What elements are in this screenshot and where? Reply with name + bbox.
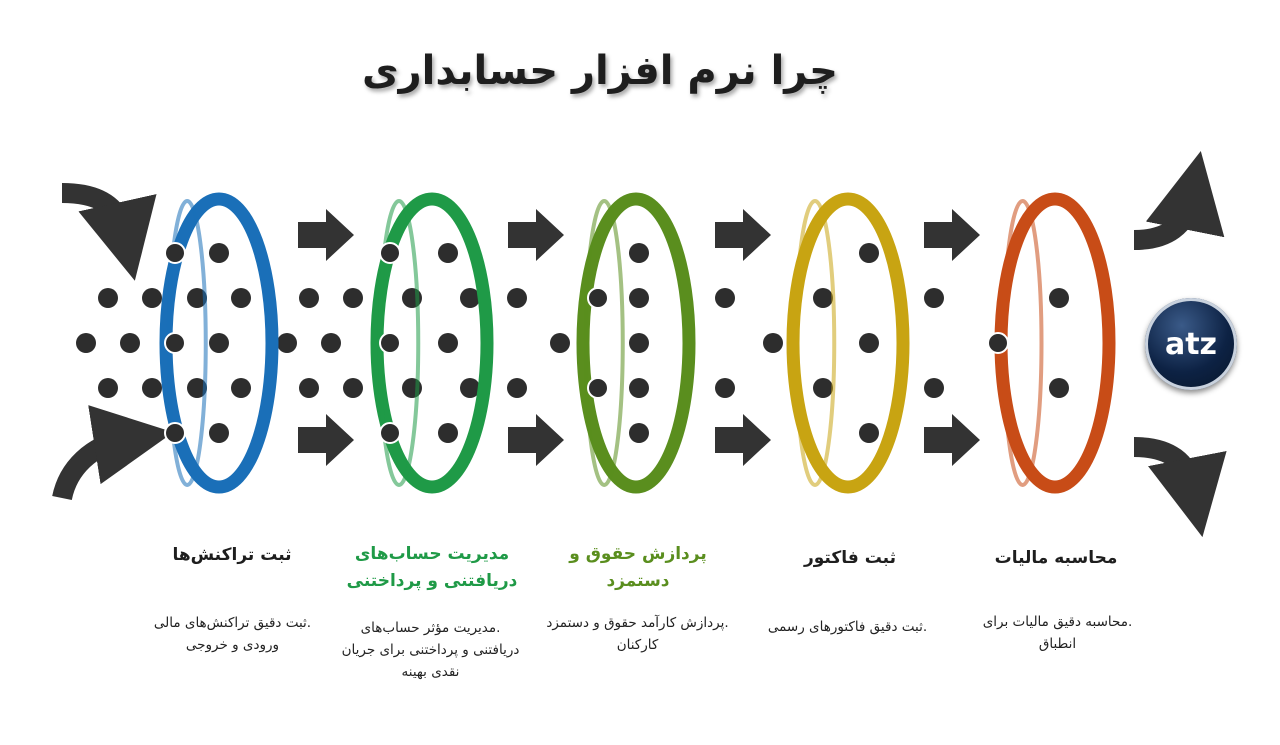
logo-text: atz: [1164, 326, 1218, 362]
dot-10: [299, 378, 319, 398]
dot-30: [438, 333, 458, 353]
dot-1: [142, 288, 162, 308]
edge-dot-6: [587, 287, 609, 309]
arrow-right-icon-0-0: [298, 209, 354, 261]
arrow-right-icon-1-1: [508, 414, 564, 466]
ring-2: [576, 192, 696, 494]
dot-8: [277, 333, 297, 353]
dot-18: [924, 288, 944, 308]
dot-4: [98, 378, 118, 398]
filter-rings: [159, 192, 1116, 494]
dot-5: [142, 378, 162, 398]
step-title-receivables: مدیریت حساب‌های دریافتنی و پرداختنی: [346, 544, 518, 591]
dot-22: [231, 288, 251, 308]
dot-33: [438, 423, 458, 443]
step-title-tax: محاسبه مالیات: [994, 548, 1118, 568]
curved-arrow-top-right-icon: [1133, 150, 1225, 250]
dot-35: [629, 288, 649, 308]
dot-3: [120, 333, 140, 353]
dot-11: [343, 378, 363, 398]
dot-29: [460, 288, 480, 308]
dot-38: [629, 423, 649, 443]
dot-21: [187, 288, 207, 308]
dot-32: [460, 378, 480, 398]
step-desc-receivables: .مدیریت مؤثر حساب‌های دریافتنی و پرداختن…: [341, 620, 520, 680]
ring-edge-dots: [164, 242, 1009, 444]
dot-0: [98, 288, 118, 308]
dot-34: [629, 243, 649, 263]
dot-37: [629, 378, 649, 398]
ring-edge-2: [583, 199, 625, 487]
dot-41: [859, 333, 879, 353]
arrow-right-icon-2-1: [715, 414, 771, 466]
dot-17: [763, 333, 783, 353]
page-title: چرا نرم افزار حسابداری: [361, 48, 838, 94]
edge-dot-8: [987, 332, 1009, 354]
dot-23: [209, 333, 229, 353]
edge-dot-4: [379, 332, 401, 354]
dot-19: [924, 378, 944, 398]
arrow-right-icon-1-0: [508, 209, 564, 261]
edge-dot-7: [587, 377, 609, 399]
curved-arrow-bottom-left-icon: [52, 405, 174, 501]
dot-43: [859, 423, 879, 443]
dot-36: [629, 333, 649, 353]
dot-24: [187, 378, 207, 398]
dot-6: [299, 288, 319, 308]
curved-arrow-top-left-icon: [61, 183, 157, 281]
dot-2: [76, 333, 96, 353]
ring-3: [786, 192, 910, 494]
step-desc-payroll: .پردازش کارآمد حقوق و دستمزد کارکنان: [546, 615, 729, 653]
edge-dot-0: [164, 242, 186, 264]
dot-42: [813, 378, 833, 398]
step-title-invoice: ثبت فاکتور: [803, 548, 897, 568]
ring-4: [994, 192, 1116, 494]
edge-dot-2: [164, 422, 186, 444]
dot-27: [438, 243, 458, 263]
dot-40: [813, 288, 833, 308]
dot-7: [343, 288, 363, 308]
dot-12: [507, 288, 527, 308]
particle-dots: [76, 243, 1069, 443]
dot-26: [209, 423, 229, 443]
arrow-right-icon-3-0: [924, 209, 980, 261]
step-title-transactions: ثبت تراکنش‌ها: [172, 545, 292, 565]
ring-1: [370, 192, 494, 494]
dot-14: [550, 333, 570, 353]
dot-44: [1049, 288, 1069, 308]
arrow-right-icon-3-1: [924, 414, 980, 466]
dot-39: [859, 243, 879, 263]
dot-45: [1049, 378, 1069, 398]
dot-15: [715, 288, 735, 308]
straight-arrows: [298, 209, 980, 466]
edge-dot-5: [379, 422, 401, 444]
edge-dot-1: [164, 332, 186, 354]
dot-13: [507, 378, 527, 398]
step-title-payroll: پردازش حقوق و دستمزد: [569, 544, 707, 591]
atz-logo: atz: [1145, 298, 1237, 390]
dot-9: [321, 333, 341, 353]
ring-edge-3: [793, 199, 837, 487]
curved-arrow-bottom-right-icon: [1133, 437, 1227, 538]
step-desc-transactions: .ثبت دقیق تراکنش‌های مالی ورودی و خروجی: [153, 615, 312, 653]
dot-16: [715, 378, 735, 398]
step-desc-tax: .محاسبه دقیق مالیات برای انطباق: [982, 614, 1133, 652]
dot-20: [209, 243, 229, 263]
dot-25: [231, 378, 251, 398]
edge-dot-3: [379, 242, 401, 264]
arrow-right-icon-0-1: [298, 414, 354, 466]
step-desc-invoice: .ثبت دقیق فاکتورهای رسمی: [767, 619, 928, 635]
arrow-right-icon-2-0: [715, 209, 771, 261]
